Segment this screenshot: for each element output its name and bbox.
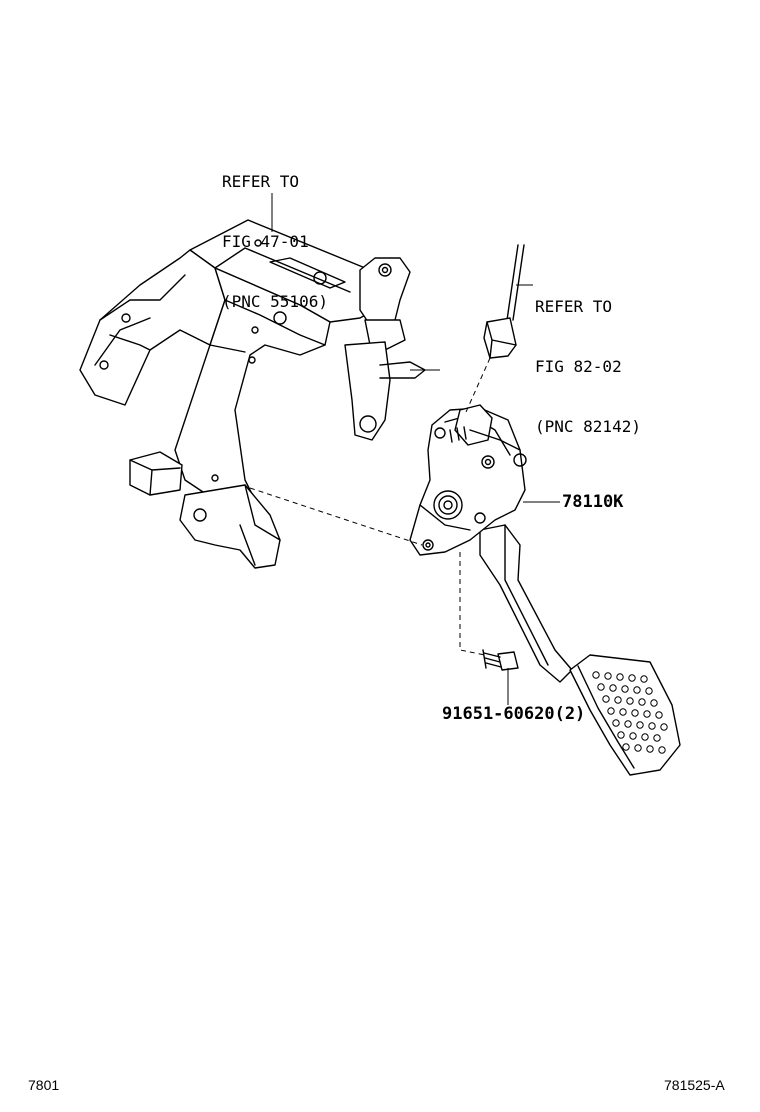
pad-hole <box>619 708 627 716</box>
pad-hole <box>614 696 622 704</box>
pedal-assembly-part-number: 78110K <box>562 492 624 512</box>
pad-hole <box>638 698 646 706</box>
pad-hole <box>628 674 636 682</box>
bolt-dashed-line <box>459 552 486 656</box>
pad-hole <box>616 673 624 681</box>
bracket-ref-line2: FIG 47-01 <box>222 232 309 251</box>
pad-hole <box>650 699 658 707</box>
sensor-connector <box>483 244 525 359</box>
pad-hole <box>658 746 666 754</box>
pad-hole <box>604 672 612 680</box>
bracket-ref-line1: REFER TO <box>222 172 300 191</box>
pad-hole <box>640 675 648 683</box>
pad-hole <box>621 685 629 693</box>
connector-dashed-line <box>465 357 491 413</box>
accelerator-pedal-assembly <box>409 404 681 776</box>
pedal-pad-holes <box>592 671 668 754</box>
pad-hole <box>624 720 632 728</box>
mounting-bolt <box>482 649 519 671</box>
connector-ref-line3: (PNC 82142) <box>535 417 641 436</box>
pad-hole <box>653 734 661 742</box>
pad-hole <box>648 722 656 730</box>
bracket-ref-line3: (PNC 55106) <box>222 292 328 311</box>
pad-hole <box>660 723 668 731</box>
pad-hole <box>629 732 637 740</box>
connector-reference-callout: REFER TO FIG 82-02 (PNC 82142) <box>535 257 641 457</box>
pedal-support-bracket <box>79 219 440 569</box>
pad-hole <box>631 709 639 717</box>
pad-hole <box>602 695 610 703</box>
bolt-part-number: 91651-60620(2) <box>442 704 586 724</box>
pad-hole <box>645 687 653 695</box>
pad-hole <box>655 711 663 719</box>
pad-hole <box>607 707 615 715</box>
figure-code: 7801 <box>28 1077 60 1093</box>
pad-hole <box>646 745 654 753</box>
pad-hole <box>636 721 644 729</box>
illustration-id: 781525-A <box>664 1077 725 1093</box>
connector-ref-line2: FIG 82-02 <box>535 357 622 376</box>
pad-hole <box>643 710 651 718</box>
pad-hole <box>612 719 620 727</box>
pad-hole <box>592 671 600 679</box>
pad-hole <box>609 684 617 692</box>
bracket-reference-callout: REFER TO FIG 47-01 (PNC 55106) <box>222 132 328 332</box>
pad-hole <box>634 744 642 752</box>
pad-hole <box>626 697 634 705</box>
pad-hole <box>622 743 630 751</box>
mount-dashed-line <box>249 487 423 546</box>
pad-hole <box>641 733 649 741</box>
connector-ref-line1: REFER TO <box>535 297 613 316</box>
pad-hole <box>597 683 605 691</box>
pad-hole <box>633 686 641 694</box>
pad-hole <box>617 731 625 739</box>
